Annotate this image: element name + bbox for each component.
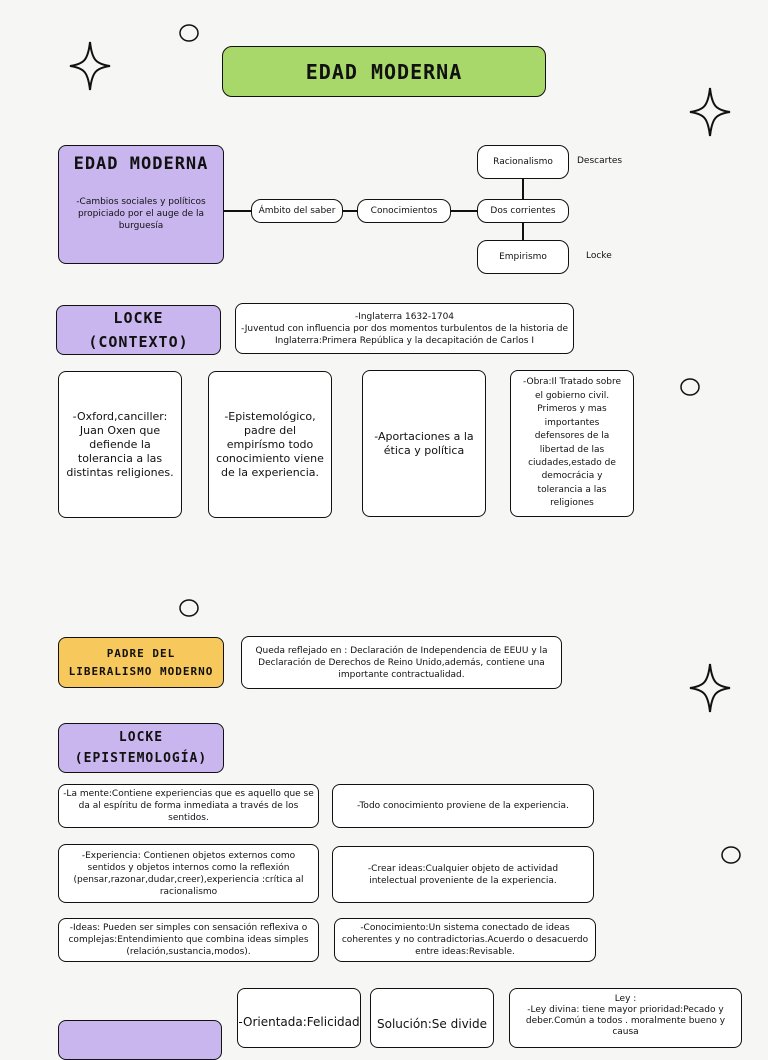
- epistemologia-item: -Ideas: Pueden ser simples con sensación…: [58, 918, 319, 962]
- sparkle-icon: [69, 41, 111, 91]
- epistemologia-item: -Todo conocimiento proviene de la experi…: [332, 784, 594, 828]
- ley-text: -Ley divina: tiene mayor prioridad:Pecad…: [525, 1005, 726, 1037]
- node-conocimientos: Conocimientos: [357, 199, 451, 223]
- bottom-heading-box: [58, 1020, 222, 1060]
- sparkle-icon: [689, 663, 731, 713]
- node-racionalismo: Racionalismo: [477, 145, 569, 179]
- sparkle-icon: [689, 87, 731, 137]
- contexto-card: -Epistemológico, padre del empirísmo tod…: [208, 371, 332, 518]
- circle-icon: [179, 24, 199, 42]
- connector: [224, 210, 252, 212]
- epistemologia-item: -Crear ideas:Cualquier objeto de activid…: [332, 846, 594, 903]
- contexto-heading: LOCKE (CONTEXTO): [56, 305, 221, 355]
- epistemologia-item: -Experiencia: Contienen objetos externos…: [58, 844, 319, 903]
- contexto-card: -Aportaciones a la ética y política: [362, 370, 486, 517]
- ley-card: Ley : -Ley divina: tiene mayor prioridad…: [509, 988, 742, 1048]
- ley-title: Ley :: [614, 994, 637, 1004]
- liberalismo-heading: PADRE DEL LIBERALISMO MODERNO: [58, 637, 224, 688]
- contexto-info: -Inglaterra 1632-1704 -Juventud con infl…: [235, 303, 574, 354]
- bottom-card: Solución:Se divide: [370, 988, 494, 1048]
- circle-icon: [179, 599, 199, 617]
- contexto-card: -Obra:Il Tratado sobre el gobierno civil…: [510, 370, 634, 517]
- epistemologia-item: -Conocimiento:Un sistema conectado de id…: [334, 918, 596, 962]
- node-corrientes: Dos corrientes: [477, 199, 569, 223]
- bottom-card: -Orientada:Felicidad: [237, 988, 361, 1048]
- connector: [342, 210, 358, 212]
- circle-icon: [680, 378, 700, 396]
- circle-icon: [721, 846, 741, 864]
- connector: [522, 179, 524, 199]
- node-ambito: Ámbito del saber: [251, 199, 343, 223]
- epistemologia-heading: LOCKE (EPISTEMOLOGÍA): [58, 723, 224, 773]
- label-locke: Locke: [586, 251, 612, 261]
- label-descartes: Descartes: [577, 156, 623, 166]
- intro-heading: EDAD MODERNA: [73, 154, 209, 174]
- intro-box: EDAD MODERNA -Cambios sociales y polític…: [58, 145, 224, 264]
- connector: [450, 210, 478, 212]
- node-empirismo: Empirismo: [477, 240, 569, 274]
- epistemologia-item: -La mente:Contiene experiencias que es a…: [58, 784, 319, 828]
- intro-text: -Cambios sociales y políticos propiciado…: [76, 197, 206, 231]
- liberalismo-text: Queda reflejado en : Declaración de Inde…: [241, 636, 562, 689]
- page-title: EDAD MODERNA: [222, 46, 546, 97]
- connector: [522, 223, 524, 241]
- contexto-card: -Oxford,canciller: Juan Oxen que defiend…: [58, 371, 182, 518]
